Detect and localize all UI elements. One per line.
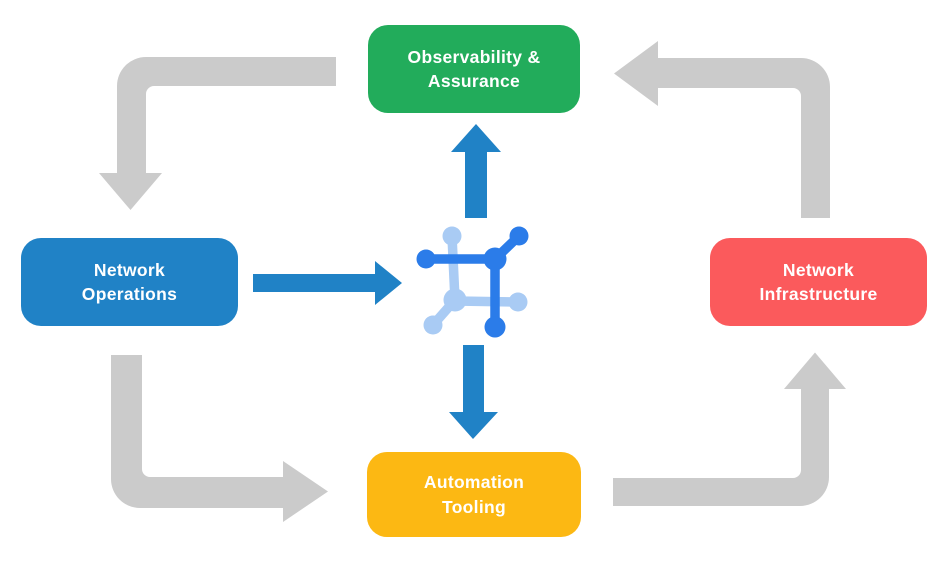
icon-left-endpoint [416,249,436,269]
icon-top-left-endpoint [442,226,462,246]
arrow-center-to-observability [451,124,501,218]
node-observability-assurance: Observability & Assurance [368,25,580,113]
arrow-operations-to-center [253,261,402,305]
icon-bottom-endpoint [484,316,506,338]
icon-right-endpoint [508,292,528,312]
node-automation-tooling-label: Automation Tooling [423,472,525,517]
icon-bottom-left-node [443,288,467,312]
node-observability-assurance-label: Observability & Assurance [407,46,541,91]
node-automation-tooling: Automation Tooling [367,452,581,537]
node-network-operations-label: Network Operations [81,259,178,304]
network-chip-icon [416,226,529,338]
network-chip-icon-light-layer [423,226,528,335]
icon-top-right-endpoint [509,226,529,246]
node-network-operations: Network Operations [21,238,238,326]
arrow-operations-to-automation [111,355,328,522]
arrow-center-to-automation [449,345,498,439]
icon-bottom-left-endpoint [423,315,443,335]
arrow-observability-to-operations [99,57,336,210]
arrow-automation-to-infrastructure [613,352,846,506]
node-network-infrastructure: Network Infrastructure [710,238,927,326]
arrow-infrastructure-to-observability [614,41,830,218]
network-chip-icon-dark-layer [416,226,529,338]
node-network-infrastructure-label: Network Infrastructure [759,259,878,304]
icon-top-right-node [483,247,507,271]
